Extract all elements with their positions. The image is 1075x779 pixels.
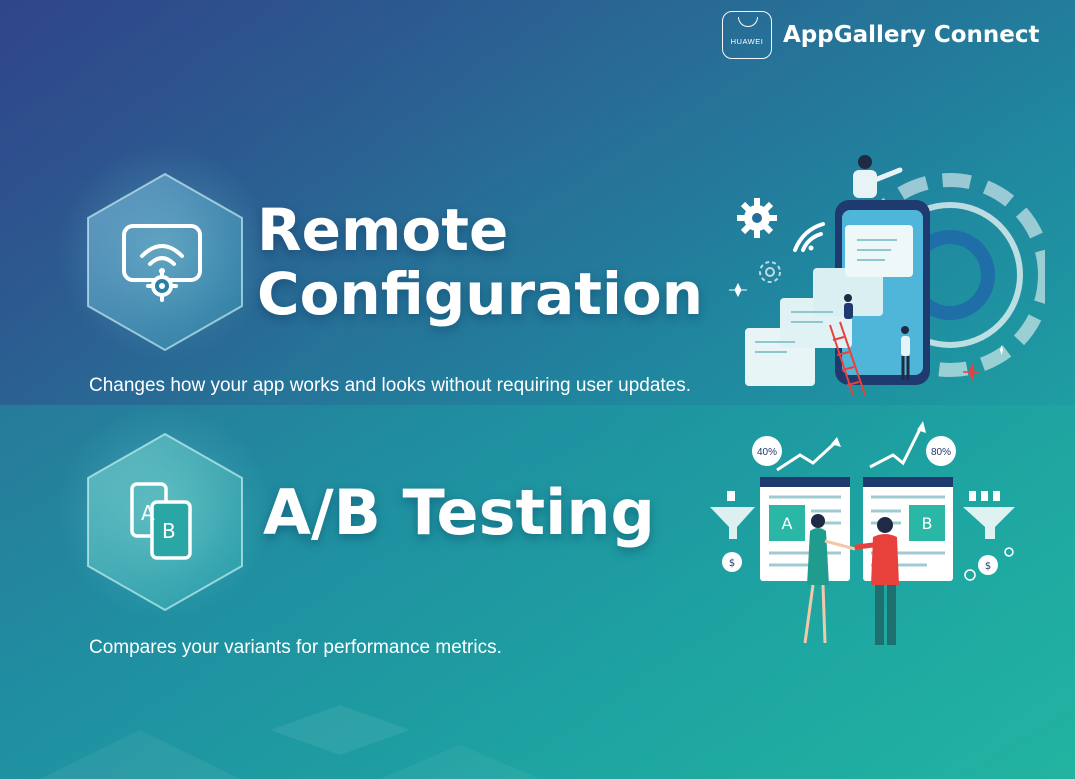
person-climbing-icon: [844, 294, 853, 319]
funnel-right-icon: $: [963, 491, 1015, 581]
remote-config-illustration: [729, 155, 1045, 396]
metric-b-text: 80%: [931, 447, 951, 458]
remote-config-description: Changes how your app works and looks wit…: [89, 375, 692, 396]
variant-a-page: A: [760, 477, 850, 581]
ab-testing-description: Compares your variants for performance m…: [89, 637, 502, 658]
coin-left-symbol: $: [729, 558, 735, 569]
person-on-top-icon: [853, 155, 903, 198]
remote-config-hexagon: [56, 144, 274, 362]
metric-b-bubble: 80%: [926, 436, 956, 466]
document-stack-icon: [745, 225, 913, 386]
coin-right-symbol: $: [985, 561, 991, 572]
wifi-icon: [793, 222, 825, 252]
growth-arrow-a: [776, 439, 839, 472]
ab-testing-illustration: 40% 80% A B: [710, 421, 1015, 645]
funnel-left-icon: $: [710, 491, 755, 572]
svg-text:A: A: [141, 501, 155, 525]
growth-arrow-b: [869, 426, 923, 469]
ab-cards-icon: A B: [130, 482, 192, 560]
decorative-diamonds: [40, 705, 540, 779]
woman-figure-icon: [803, 514, 856, 644]
outline-gear-icon: [759, 261, 781, 283]
variant-a-label: A: [782, 514, 793, 533]
remote-config-title: Remote Configuration: [257, 196, 703, 328]
sparkle-icon: [729, 282, 1003, 382]
small-gear-icon: [737, 198, 777, 238]
man-figure-icon: [854, 517, 899, 645]
ab-testing-hexagon: A B: [56, 404, 274, 622]
ladder-icon: [829, 321, 866, 396]
huawei-bag-icon: HUAWEI: [722, 11, 772, 59]
metric-a-bubble: 40%: [752, 436, 782, 466]
product-name: AppGallery Connect: [783, 22, 1040, 48]
person-standing-icon: [901, 326, 910, 380]
ab-testing-title: A/B Testing: [263, 476, 655, 549]
logo-brand-text: HUAWEI: [730, 37, 764, 46]
wifi-screen-gear-icon: [122, 224, 202, 302]
appgallery-logo[interactable]: HUAWEI AppGallery Connect: [722, 10, 1040, 60]
variant-b-label: B: [922, 514, 933, 533]
metric-a-text: 40%: [757, 447, 777, 458]
svg-text:B: B: [162, 519, 176, 543]
